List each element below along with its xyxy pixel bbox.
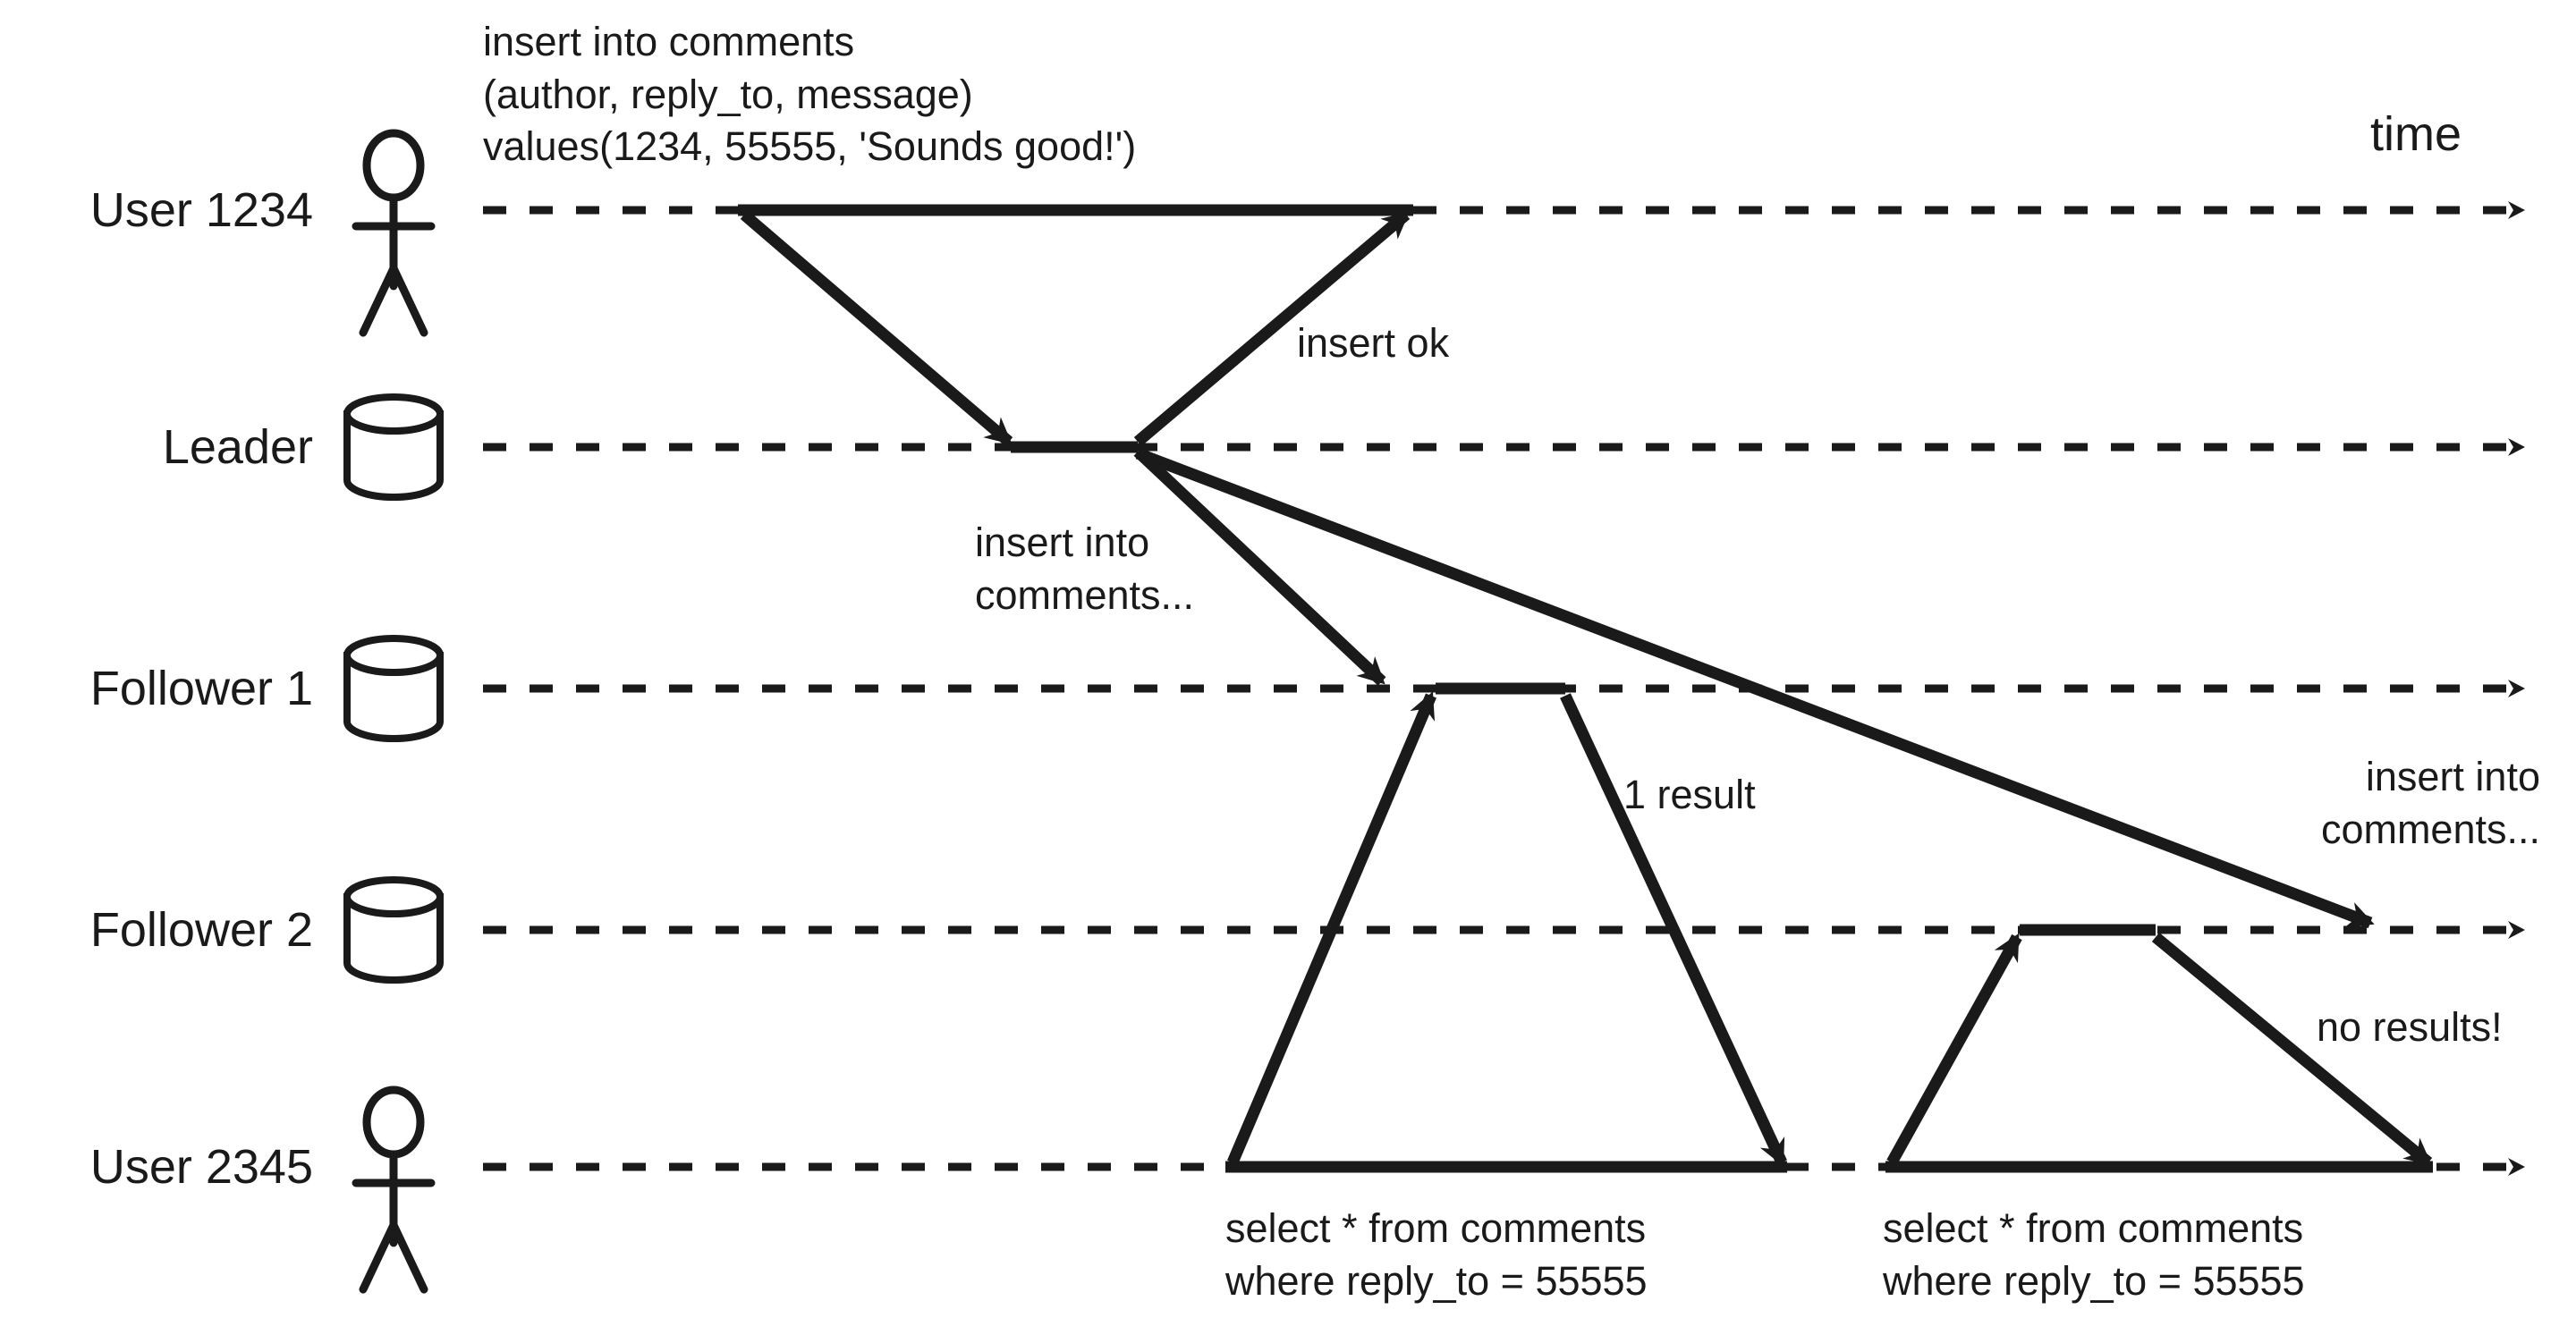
replicate-to-follower1-label: insert into comments... — [975, 520, 1195, 618]
database-cylinder-icon-follower-2 — [343, 876, 444, 984]
message-select-f1 — [1227, 691, 1436, 1165]
actor-label-follower-2: Follower 2 — [89, 902, 313, 957]
message-insert-ok — [1133, 210, 1411, 446]
actor-label-leader: Leader — [162, 419, 313, 474]
no-results-label: no results! — [2317, 1004, 2503, 1050]
message-replicate-f1 — [1133, 447, 1386, 686]
select-query-2-annotation: select * from comments where reply_to = … — [1883, 1205, 2305, 1304]
insert-sql-annotation: insert into comments (author, reply_to, … — [483, 19, 1137, 169]
actor-label-user-1234: User 1234 — [89, 182, 313, 237]
select-query-1-annotation: select * from comments where reply_to = … — [1225, 1205, 1648, 1304]
message-insert-request — [740, 210, 1013, 446]
actor-label-user-2345: User 2345 — [89, 1139, 313, 1194]
replicate-to-follower2-label: insert into comments... — [2320, 754, 2540, 852]
database-cylinder-icon-follower-1 — [343, 635, 444, 742]
message-arrows — [740, 210, 2433, 1168]
actor-label-follower-1: Follower 1 — [89, 661, 313, 715]
activation-bars — [738, 204, 2433, 1173]
stick-figure-icon-user-2345 — [352, 1086, 436, 1294]
message-select-f2 — [1886, 933, 2022, 1166]
one-result-label: 1 result — [1623, 772, 1756, 817]
stick-figure-icon-user-1234 — [352, 129, 436, 337]
message-replicate-f2 — [1135, 447, 2375, 929]
message-result-f1 — [1560, 693, 1787, 1167]
insert-ok-label: insert ok — [1297, 320, 1450, 366]
database-cylinder-icon-leader — [343, 393, 444, 501]
time-axis-label: time — [2370, 107, 2462, 161]
message-no-result-f2 — [2151, 932, 2433, 1168]
